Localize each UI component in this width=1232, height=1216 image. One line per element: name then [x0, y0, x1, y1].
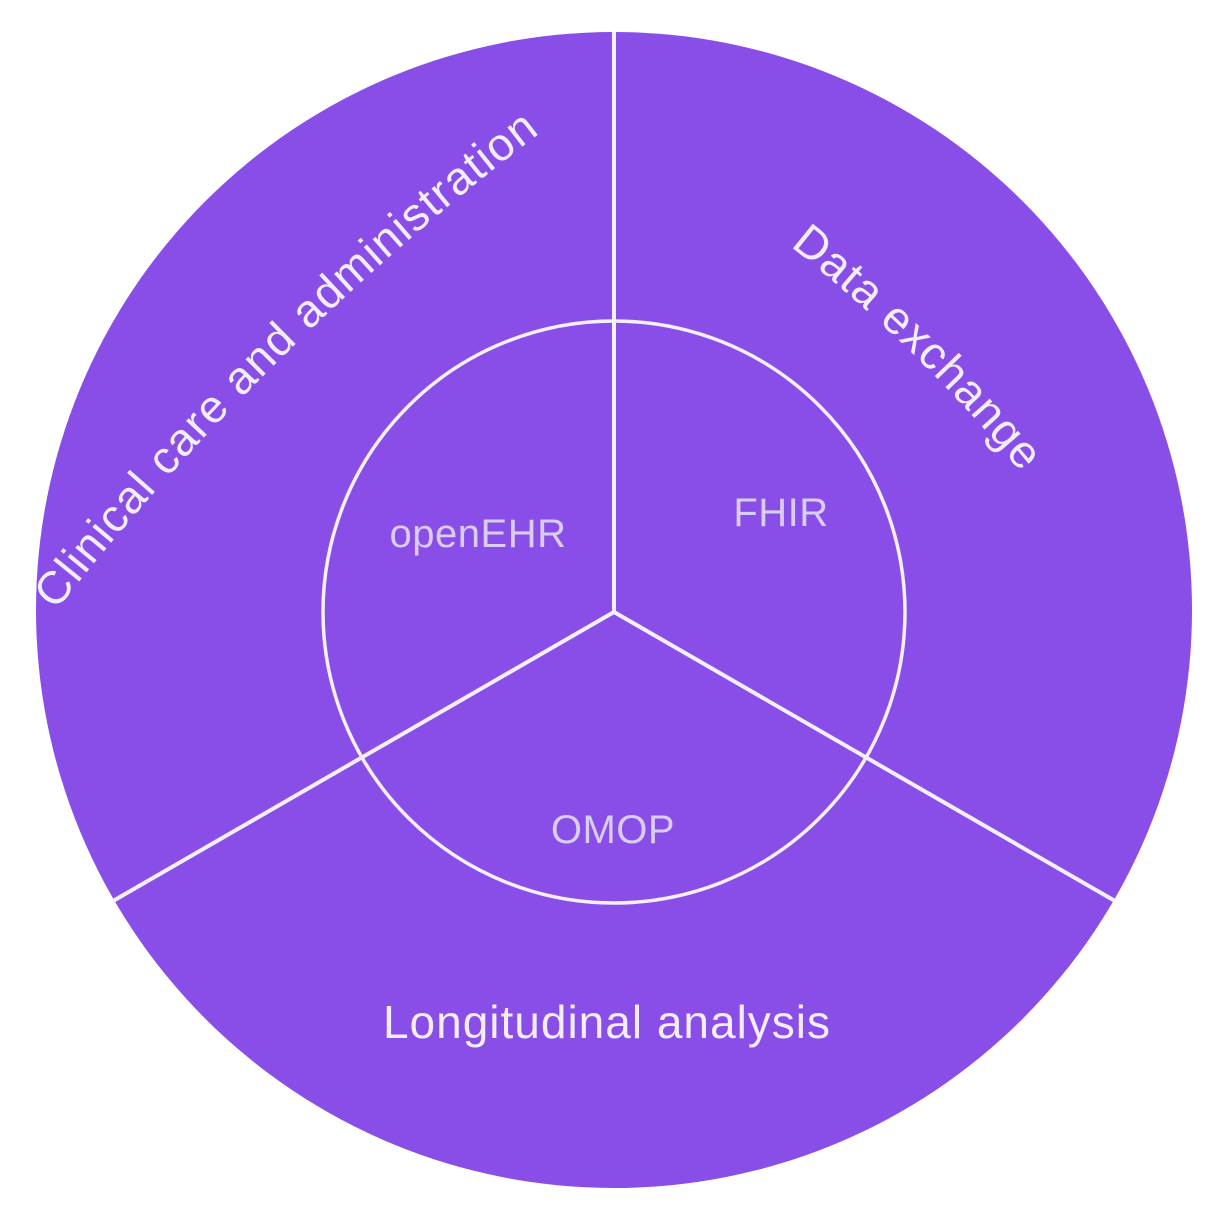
standard-label-openehr: openEHR: [390, 512, 567, 556]
standard-label-fhir: FHIR: [733, 491, 828, 535]
sector-label-longitudinal-analysis: Longitudinal analysis: [383, 996, 831, 1048]
inner-circle: [321, 319, 907, 905]
divider-line-lower-left: [112, 610, 615, 903]
divider-line-lower-right: [613, 610, 1116, 903]
standard-label-omop: OMOP: [551, 808, 675, 852]
